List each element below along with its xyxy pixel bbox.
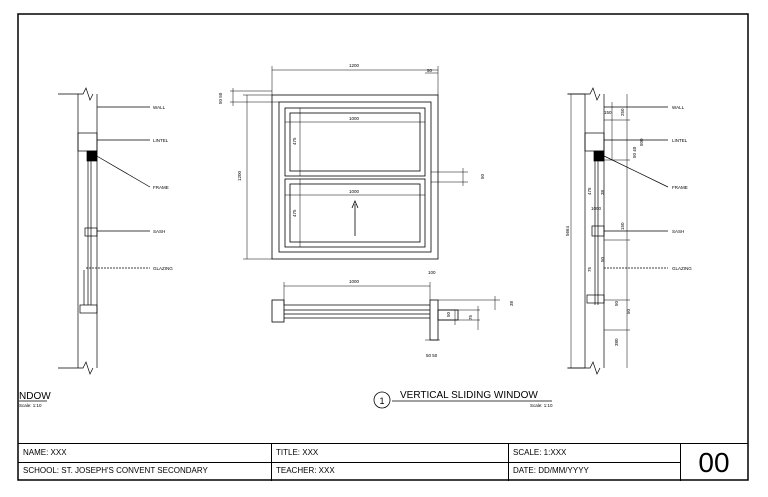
dim-left-offsets: 50 50 xyxy=(218,92,223,104)
right-section-dimensions xyxy=(567,93,630,369)
view-number-circle xyxy=(373,391,391,409)
dim-section-bottom: 380 xyxy=(614,338,619,346)
title-block-title: TITLE: XXX xyxy=(276,448,319,457)
plan-dimensions xyxy=(283,282,500,341)
left-scale-text: Scale: 1:10 xyxy=(19,403,42,408)
right-label-lintel: LINTEL xyxy=(672,138,688,143)
dim-lower-sash-height: 475 xyxy=(292,209,297,217)
sheet-border xyxy=(17,13,749,481)
dim-section-low-a: 50 xyxy=(614,300,619,306)
title-block-school: SCHOOL: ST. JOSEPH'S CONVENT SECONDARY xyxy=(23,466,208,475)
main-drawing-title: VERTICAL SLIDING WINDOW xyxy=(400,390,538,401)
dim-overall-width: 1200 xyxy=(349,63,360,68)
dim-section-low-b: 50 xyxy=(626,308,631,314)
sheet-number: 00 xyxy=(698,447,730,478)
title-block-name: NAME: XXX xyxy=(23,448,67,457)
dim-section-mid-c: 1000 xyxy=(591,206,602,211)
dim-upper-sash-width: 1000 xyxy=(349,116,360,121)
dim-section-top-a: 250 xyxy=(620,108,625,116)
dim-section-mid-d: 150 xyxy=(620,222,625,230)
plan-section xyxy=(271,299,459,341)
dim-plan-bottom: 50 50 xyxy=(426,353,438,358)
title-block-date: DATE: DD/MM/YYYY xyxy=(513,466,589,475)
dim-plan-depth-a: 38 xyxy=(509,300,514,306)
front-dimensions xyxy=(230,66,468,260)
title-block: NAME: XXX SCHOOL: ST. JOSEPH'S CONVENT S… xyxy=(18,443,748,481)
dim-section-lintel-a: 500 xyxy=(639,138,644,146)
dim-section-mid-b: 38 xyxy=(600,189,605,195)
dim-section-lintel-b: 50 40 xyxy=(632,146,637,158)
left-label-wall: WALL xyxy=(153,105,166,110)
left-label-glazing: GLAZING xyxy=(153,266,173,271)
main-scale-text: Scale: 1:10 xyxy=(530,403,553,408)
dim-section-total: 5664 xyxy=(565,225,570,236)
dim-section-mid-f: 50 xyxy=(600,256,605,262)
left-label-sash: SASH xyxy=(153,229,165,234)
left-title-fragment: NDOW xyxy=(19,391,51,402)
dim-section-mid-e: 75 xyxy=(587,266,592,272)
dim-plan-right-offset: 100 xyxy=(428,270,436,275)
dim-plan-depth-c: 50 xyxy=(446,311,451,317)
right-label-wall: WALL xyxy=(672,105,685,110)
dim-section-top-b: 150 xyxy=(604,110,612,115)
dim-upper-sash-height: 475 xyxy=(292,137,297,145)
left-label-lintel: LINTEL xyxy=(153,138,169,143)
left-label-frame: FRAME xyxy=(153,185,169,190)
dim-lower-sash-width: 1000 xyxy=(349,189,360,194)
dim-meeting-rail: 50 xyxy=(480,173,485,179)
view-number: 1 xyxy=(379,396,384,406)
dim-top-offset: 50 xyxy=(427,68,433,73)
title-block-teacher: TEACHER: XXX xyxy=(276,466,335,475)
dim-plan-depth-b: 75 xyxy=(468,314,473,320)
left-section-detail xyxy=(58,87,151,375)
right-label-glazing: GLAZING xyxy=(672,266,692,271)
right-label-frame: FRAME xyxy=(672,185,688,190)
right-label-sash: SASH xyxy=(672,229,684,234)
dim-section-mid-a: 475 xyxy=(587,187,592,195)
front-elevation xyxy=(271,94,439,260)
dim-plan-width: 1000 xyxy=(349,279,360,284)
right-section-detail xyxy=(568,87,669,375)
dim-overall-height: 1200 xyxy=(237,170,242,181)
title-block-scale: SCALE: 1:XXX xyxy=(513,448,567,457)
